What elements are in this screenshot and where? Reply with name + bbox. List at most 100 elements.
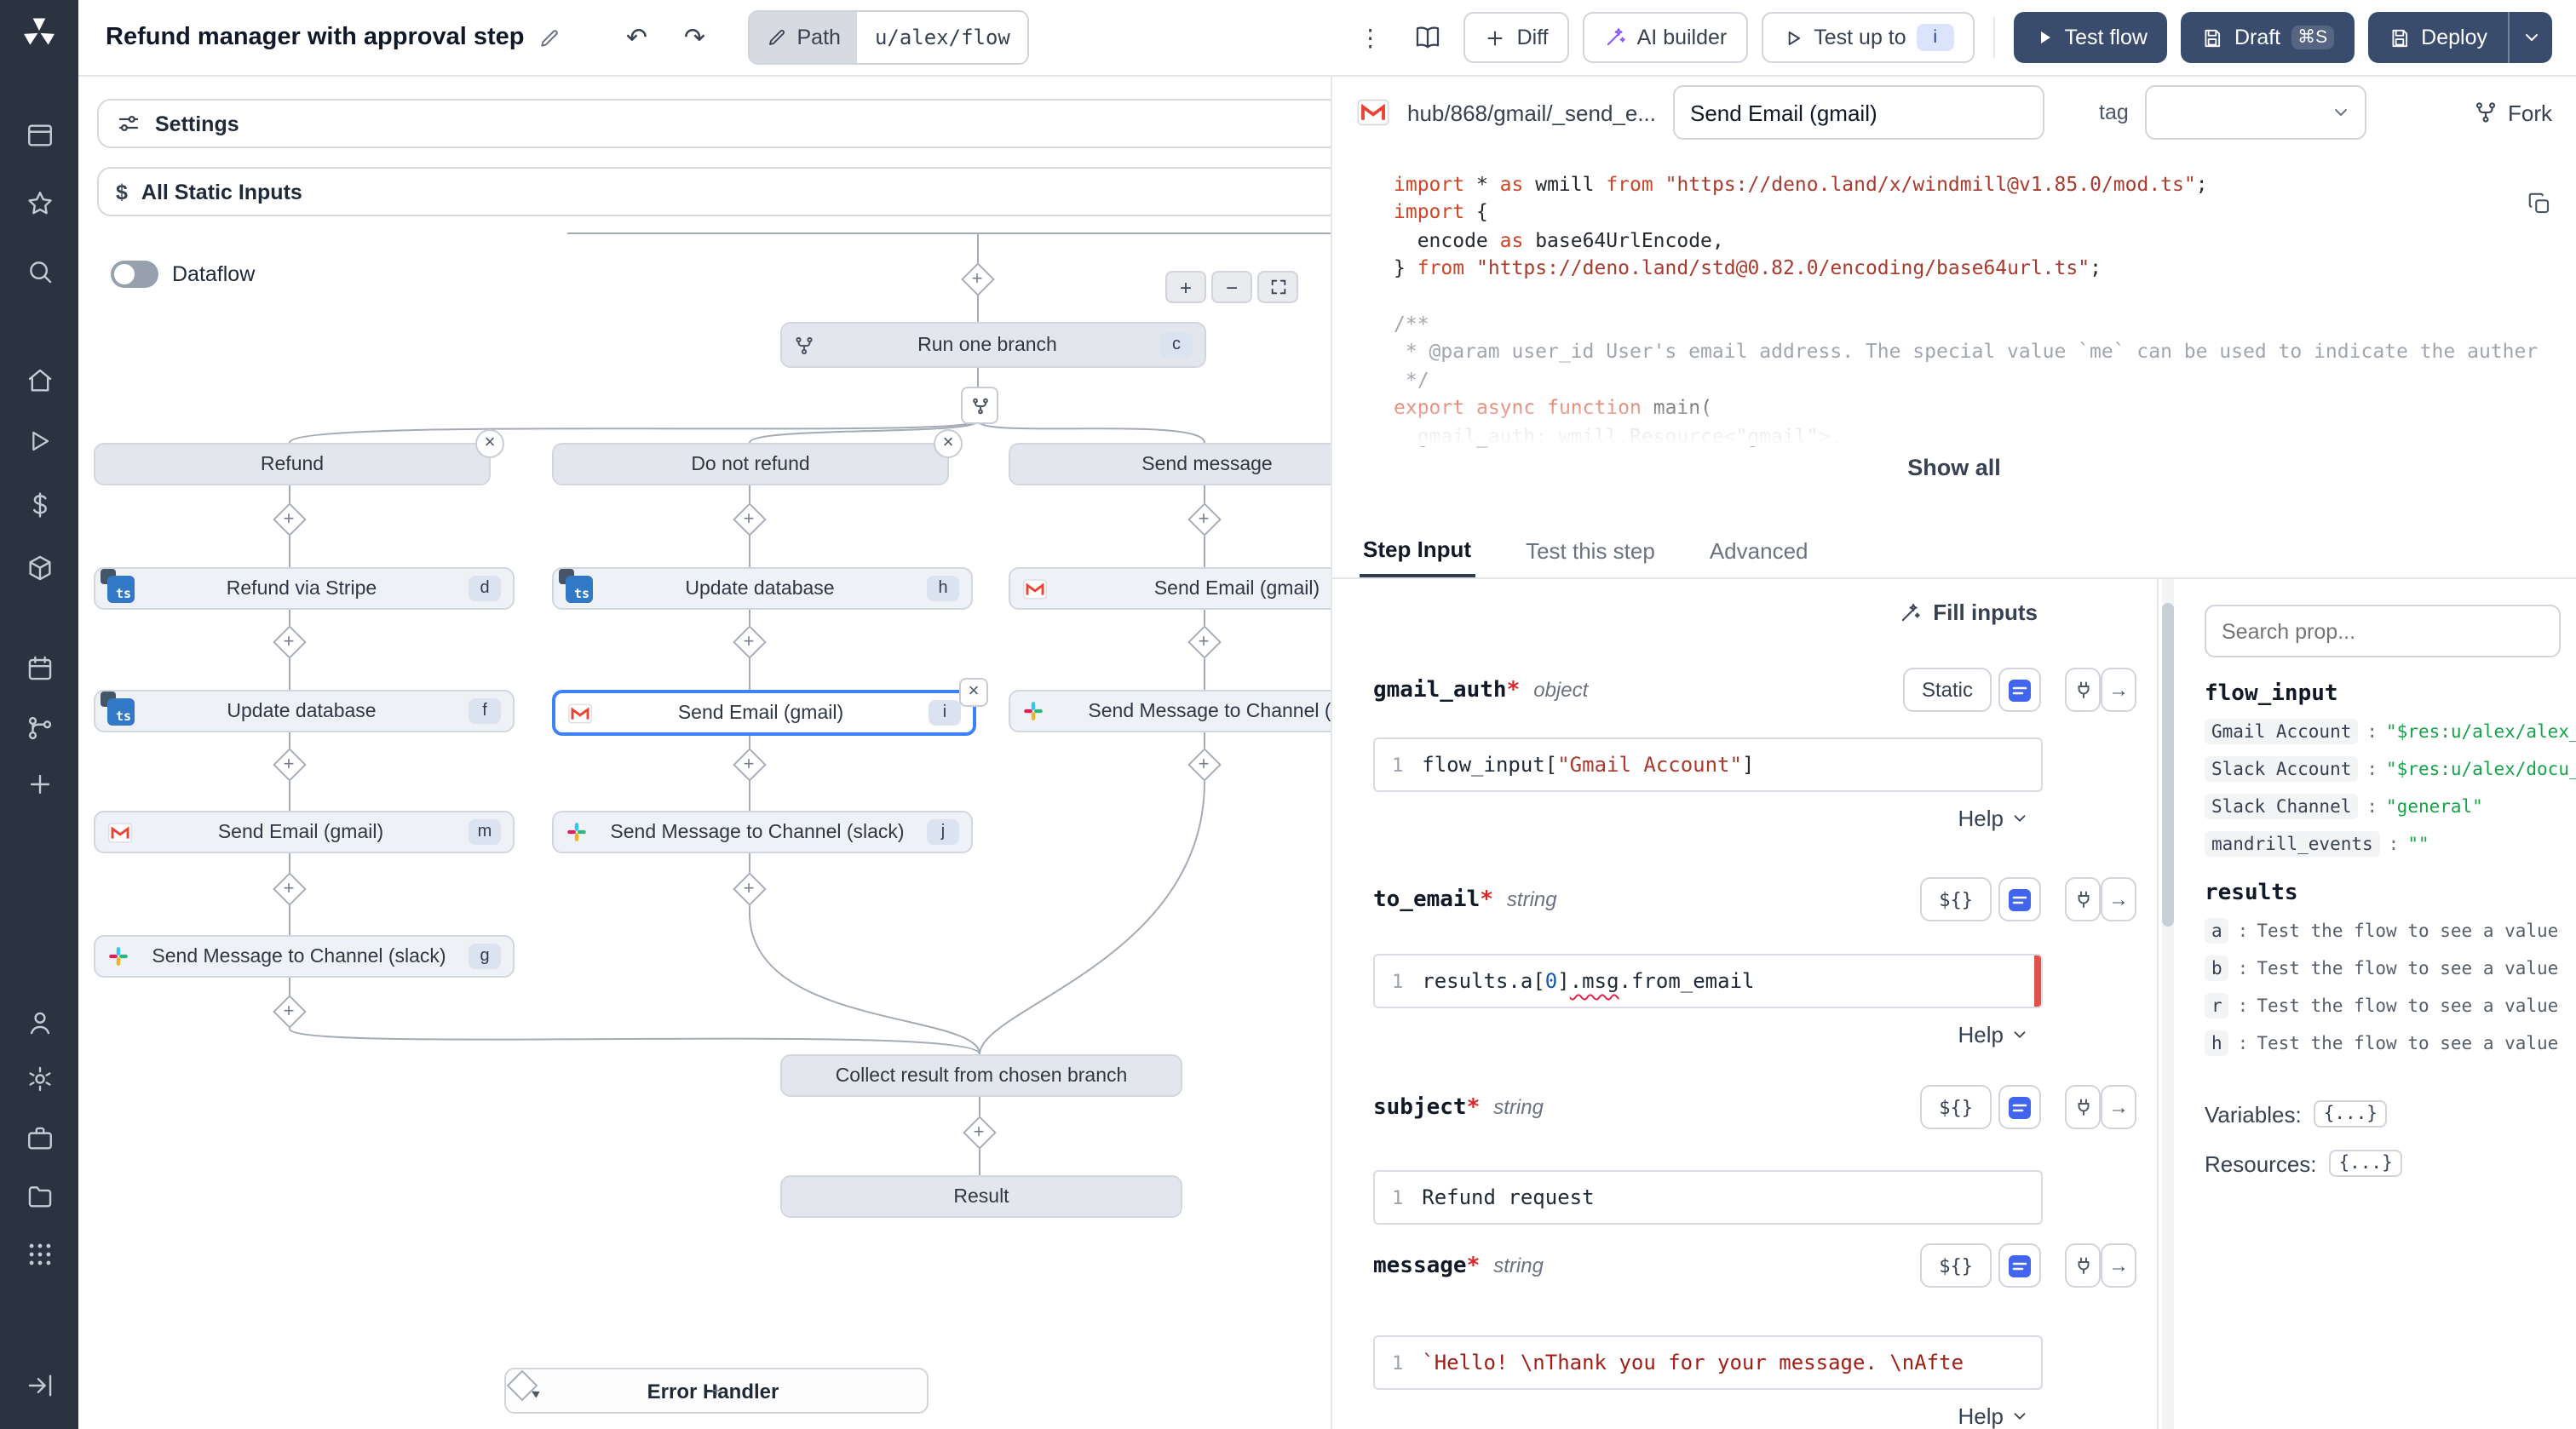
- add-step-diamond[interactable]: +: [273, 995, 307, 1029]
- branch-header-do-not-refund[interactable]: Do not refund ×: [552, 429, 963, 485]
- expr-mode-button[interactable]: ${}: [1920, 1085, 1992, 1129]
- prop-row[interactable]: a:Test the flow to see a value: [2205, 918, 2558, 944]
- add-step-diamond[interactable]: +: [963, 1116, 997, 1150]
- prop-row[interactable]: Slack Account:"$res:u/alex/docu_slack": [2205, 756, 2576, 782]
- expr-editor-subject[interactable]: 1 Refund request: [1373, 1170, 2043, 1225]
- add-step-diamond[interactable]: +: [273, 502, 307, 537]
- star-icon[interactable]: [0, 182, 78, 223]
- add-step-diamond[interactable]: +: [273, 625, 307, 659]
- workflows-branch-icon[interactable]: [0, 707, 78, 748]
- expr-editor-message[interactable]: 1 `Hello! \nThank you for your message. …: [1373, 1335, 2043, 1390]
- tab-step-input[interactable]: Step Input: [1360, 525, 1475, 577]
- prop-row[interactable]: mandrill_events:"": [2205, 831, 2552, 857]
- undo-button[interactable]: ↶: [615, 15, 659, 60]
- add-error-handler-diamond[interactable]: +: [505, 1369, 913, 1405]
- branch-header-refund[interactable]: Refund ×: [94, 429, 504, 485]
- prop-row[interactable]: b:Test the flow to see a value: [2205, 956, 2558, 981]
- add-step-diamond[interactable]: +: [733, 625, 767, 659]
- node-send-email-i-selected[interactable]: Send Email (gmail) i ×: [552, 678, 988, 736]
- editor-toggle-button[interactable]: [1998, 1243, 2041, 1288]
- hub-script-path[interactable]: hub/868/gmail/_send_e...: [1407, 100, 1656, 125]
- editor-toggle-button[interactable]: [1998, 668, 2041, 712]
- node-refund-via-stripe[interactable]: ts Refund via Stripe d: [94, 567, 515, 610]
- variables-row[interactable]: Variables:{...}: [2205, 1100, 2552, 1128]
- static-mode-button[interactable]: Static: [1902, 668, 1992, 712]
- plug-icon-button[interactable]: [2065, 877, 2101, 921]
- prop-row[interactable]: Slack Channel:"general": [2205, 794, 2552, 819]
- edit-title-pencil-icon[interactable]: [538, 26, 561, 49]
- node-run-one-branch[interactable]: Run one branch c: [780, 322, 1206, 368]
- fit-view-button[interactable]: [1257, 271, 1298, 303]
- resources-row[interactable]: Resources:{...}: [2205, 1150, 2552, 1177]
- editor-toggle-button[interactable]: [1998, 1085, 2041, 1129]
- zoom-out-button[interactable]: −: [1211, 271, 1252, 303]
- node-send-slack-g[interactable]: Send Message to Channel (slack) g: [94, 935, 515, 978]
- editor-toggle-button[interactable]: [1998, 877, 2041, 921]
- node-send-slack-j[interactable]: Send Message to Channel (slack) j: [552, 811, 973, 853]
- expr-mode-button[interactable]: ${}: [1920, 1243, 1992, 1288]
- remove-branch-button[interactable]: ×: [475, 429, 504, 458]
- copy-code-icon[interactable]: [2527, 191, 2552, 216]
- branch-header-send-message[interactable]: Send message: [1009, 443, 1331, 485]
- node-collect-result[interactable]: Collect result from chosen branch: [780, 1054, 1182, 1097]
- apps-icon[interactable]: [0, 114, 78, 155]
- schedules-calendar-icon[interactable]: [0, 647, 78, 688]
- search-prop-input[interactable]: [2205, 605, 2561, 657]
- form-scrollbar[interactable]: [2162, 579, 2174, 1429]
- folders-icon[interactable]: [0, 1175, 78, 1216]
- node-send-email-3[interactable]: Send Email (gmail): [1009, 567, 1331, 610]
- plug-icon-button[interactable]: [2065, 1243, 2101, 1288]
- add-branch-button[interactable]: [961, 387, 998, 424]
- apps-grid-icon[interactable]: [0, 1233, 78, 1274]
- plug-icon-button[interactable]: [2065, 668, 2101, 712]
- node-update-database-f[interactable]: ts Update database f: [94, 690, 515, 732]
- add-step-diamond[interactable]: +: [1187, 748, 1222, 782]
- node-send-slack-3[interactable]: Send Message to Channel (slack): [1009, 690, 1331, 732]
- docs-book-icon[interactable]: [1406, 15, 1451, 60]
- windmill-logo[interactable]: [0, 14, 78, 51]
- deploy-dropdown-chevron[interactable]: [2508, 12, 2552, 63]
- remove-step-button[interactable]: ×: [959, 678, 988, 707]
- show-all-button[interactable]: Show all: [1887, 446, 2021, 489]
- add-step-diamond[interactable]: +: [733, 502, 767, 537]
- zoom-in-button[interactable]: +: [1165, 271, 1206, 303]
- scrollbar-thumb[interactable]: [2162, 603, 2174, 927]
- user-icon[interactable]: [0, 1001, 78, 1042]
- kebab-menu-button[interactable]: ⋮: [1348, 15, 1393, 60]
- home-icon[interactable]: [0, 359, 78, 400]
- remove-branch-button[interactable]: ×: [934, 429, 963, 458]
- prop-row[interactable]: h:Test the flow to see a value: [2205, 1030, 2558, 1056]
- redo-button[interactable]: ↷: [673, 15, 717, 60]
- node-result[interactable]: Result: [780, 1175, 1182, 1218]
- plug-icon-button[interactable]: [2065, 1085, 2101, 1129]
- node-update-database-h[interactable]: ts Update database h: [552, 567, 973, 610]
- add-step-diamond[interactable]: +: [273, 872, 307, 906]
- tab-advanced[interactable]: Advanced: [1709, 538, 1808, 564]
- deploy-button[interactable]: Deploy: [2368, 12, 2508, 63]
- arrow-icon-button[interactable]: →: [2101, 1085, 2136, 1129]
- arrow-icon-button[interactable]: →: [2101, 877, 2136, 921]
- collapse-sidebar-icon[interactable]: [0, 1364, 78, 1405]
- step-summary-input[interactable]: [1673, 85, 2044, 140]
- add-step-diamond[interactable]: +: [733, 872, 767, 906]
- fill-inputs-button[interactable]: Fill inputs: [1897, 600, 2038, 625]
- variables-dollar-icon[interactable]: [0, 484, 78, 525]
- draft-button[interactable]: Draft⌘S: [2181, 12, 2355, 63]
- help-toggle[interactable]: Help: [1332, 806, 2029, 831]
- help-toggle[interactable]: Help: [1332, 1403, 2029, 1429]
- add-step-diamond[interactable]: +: [733, 748, 767, 782]
- settings-gear-icon[interactable]: [0, 1058, 78, 1099]
- add-step-diamond[interactable]: +: [1187, 502, 1222, 537]
- runs-play-icon[interactable]: [0, 421, 78, 462]
- add-step-diamond[interactable]: +: [273, 748, 307, 782]
- node-send-email-m[interactable]: Send Email (gmail) m: [94, 811, 515, 853]
- flow-settings-row[interactable]: Settings: [97, 99, 1331, 148]
- arrow-icon-button[interactable]: →: [2101, 668, 2136, 712]
- prop-row[interactable]: r:Test the flow to see a value: [2205, 993, 2558, 1019]
- add-step-diamond[interactable]: +: [961, 262, 995, 296]
- node-error-handler[interactable]: Error Handler +: [504, 1368, 929, 1414]
- add-plus-icon[interactable]: [0, 763, 78, 804]
- diff-button[interactable]: Diff: [1463, 12, 1569, 63]
- prop-row[interactable]: Gmail Account:"$res:u/alex/alex_gmail": [2205, 719, 2576, 744]
